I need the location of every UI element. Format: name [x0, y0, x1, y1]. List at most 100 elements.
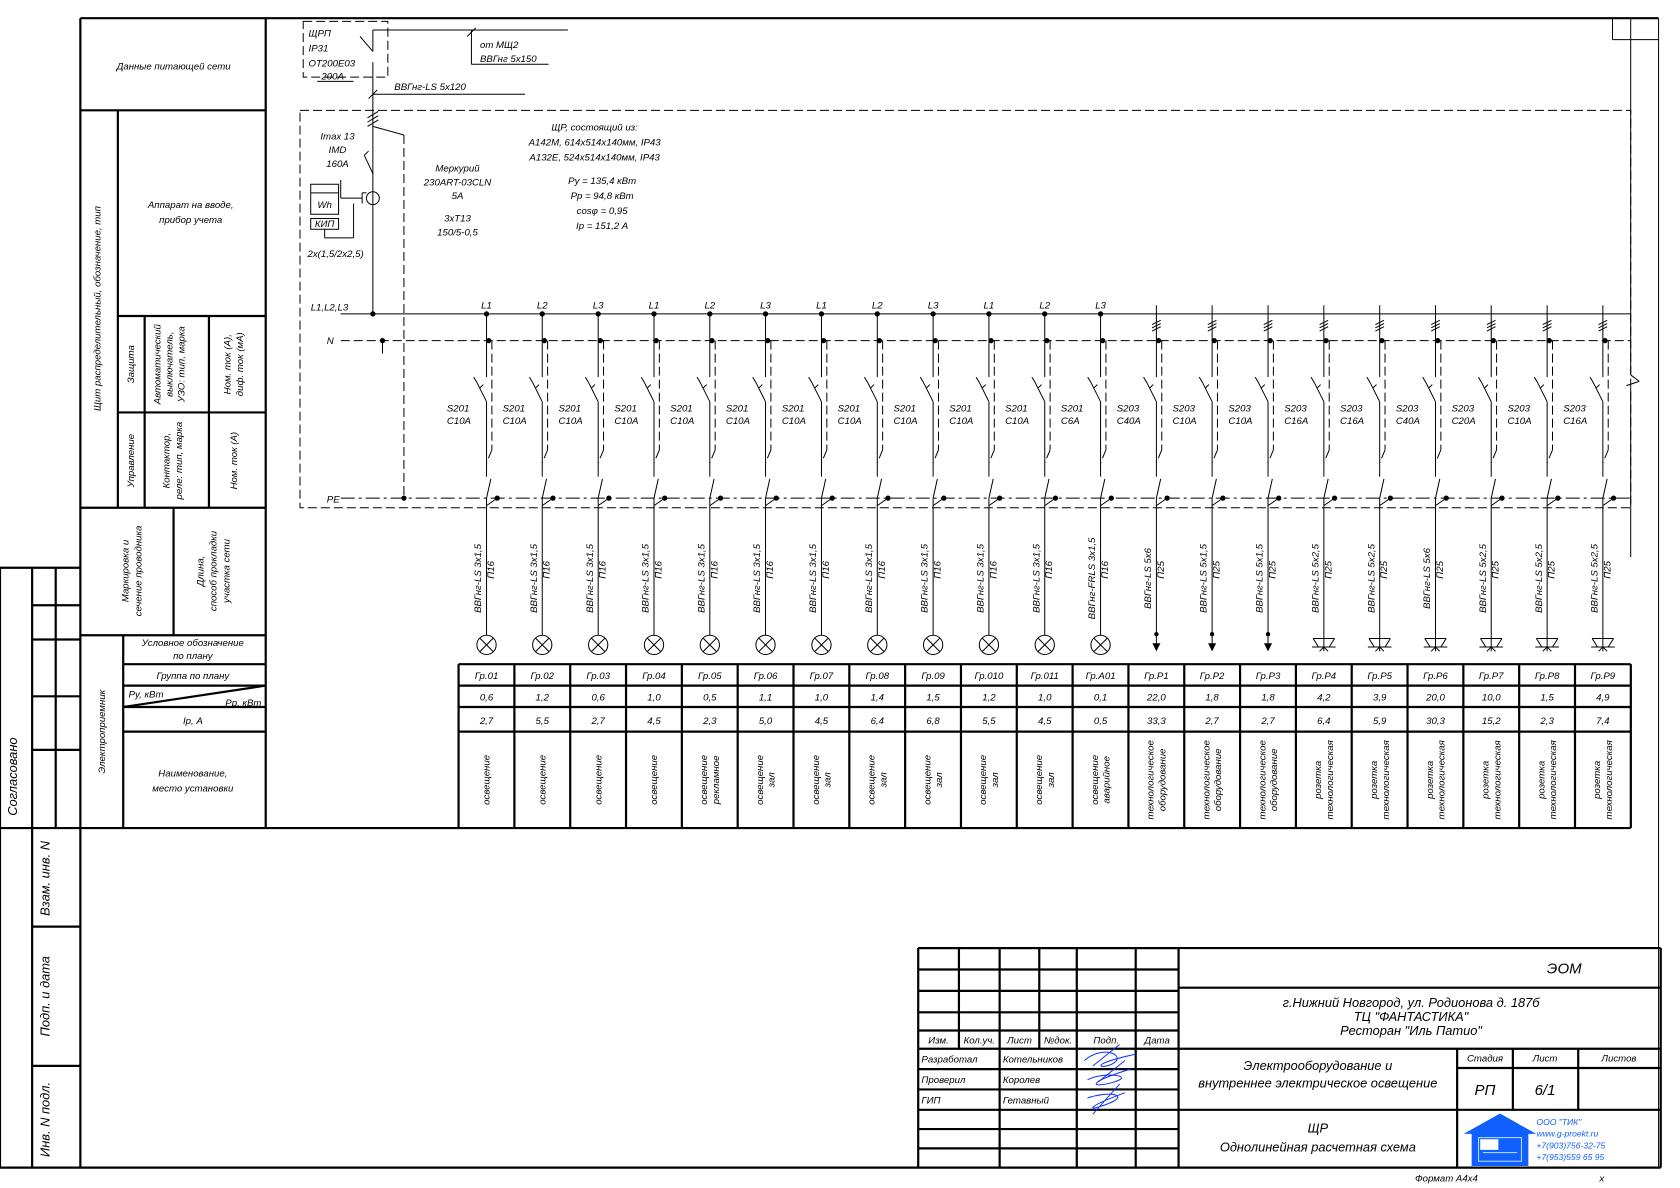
- name-cell: оборудование: [1157, 748, 1168, 811]
- plan-symbol-label: по плану: [173, 651, 214, 662]
- cable-length: П16: [765, 560, 776, 578]
- breaker-hook: [753, 377, 756, 382]
- title-col-header: №док.: [1044, 1035, 1072, 1046]
- breaker-hook: [759, 385, 762, 388]
- phase-label: L1: [481, 301, 492, 312]
- ip-cell: 4,5: [815, 716, 829, 727]
- input-device-label: прибор учета: [159, 215, 223, 226]
- plan-group-label: Группа по плану: [156, 671, 230, 682]
- cable-length: П16: [598, 560, 609, 578]
- marking-label: сечение проводника: [133, 525, 144, 616]
- breaker-type-label: Автоматический: [153, 323, 164, 405]
- cable-label: ВВГнг-LS 5х6: [1422, 547, 1433, 609]
- cable-length: П16: [542, 560, 553, 578]
- group-cell: Гр.Р9: [1591, 671, 1616, 682]
- pu-cell: 1,1: [759, 693, 772, 704]
- neutral-conductor: [933, 450, 938, 463]
- ip-cell: 2,7: [1260, 716, 1275, 727]
- cable-label: ВВГнг-LS 3х1,5: [641, 543, 652, 613]
- breaker-type: S203: [1452, 403, 1475, 414]
- rcd-blade: [1603, 479, 1607, 498]
- rcd-blade: [933, 479, 937, 498]
- breaker-type: S203: [1563, 403, 1586, 414]
- meter-label: Меркурий: [435, 163, 480, 174]
- rcd-blade: [654, 479, 658, 498]
- breaker-hook: [1088, 377, 1091, 382]
- neutral-conductor: [1547, 450, 1552, 463]
- cable-label: ВВГнг-LS 5х1,5: [1199, 543, 1210, 613]
- pu-cell: 1,8: [1205, 693, 1219, 704]
- neutral-junction-dot: [1212, 339, 1216, 343]
- from-label: от МЩ2: [480, 40, 519, 51]
- breaker-hook: [703, 385, 706, 388]
- plan-symbol-label: Условное обозначение: [141, 638, 244, 649]
- sheet-value: 6/1: [1535, 1082, 1556, 1099]
- ct-label: 3хТ13: [444, 214, 471, 225]
- sign-date-label: Подп. и дата: [37, 956, 52, 1036]
- pe-junction-dot: [774, 496, 778, 500]
- drawing-frame: [0, 18, 1661, 1167]
- phase-label: L1: [816, 301, 827, 312]
- breaker-blade: [533, 382, 543, 401]
- name-cell: зал: [1046, 772, 1057, 789]
- rcd-blade: [1156, 479, 1160, 498]
- group-cell: Гр.010: [974, 671, 1004, 682]
- neutral-junction-dot: [1547, 339, 1551, 343]
- neutral-conductor: [1045, 450, 1050, 463]
- name-cell: розетка: [1481, 760, 1492, 800]
- lamp-icon: [756, 635, 775, 654]
- title-col-header: Лист: [1006, 1035, 1032, 1046]
- agreed-label: Согласовано: [5, 737, 20, 815]
- breaker-hook: [983, 385, 986, 388]
- title-col-header: Подп.: [1093, 1035, 1119, 1046]
- name-cell: освещение: [593, 755, 604, 805]
- neutral-conductor: [487, 450, 492, 463]
- breaker-blade: [1538, 382, 1548, 401]
- title-col-header: Кол.уч.: [964, 1035, 995, 1046]
- breaker-blade: [1091, 382, 1101, 401]
- name-cell: технологическая: [1548, 740, 1559, 819]
- name-cell: освещение: [922, 755, 933, 805]
- ip-cell: 2,7: [479, 716, 494, 727]
- name-cell: освещение: [699, 755, 710, 805]
- current-transformer-icon: [366, 192, 379, 205]
- breaker-type: S203: [1340, 403, 1363, 414]
- socket-icon: [1553, 638, 1558, 647]
- breaker-hook: [1199, 377, 1202, 382]
- pe-junction-dot: [1053, 496, 1057, 500]
- socket-icon: [1487, 647, 1491, 651]
- name-cell: освещение: [649, 755, 660, 805]
- name-cell: технологическая: [1381, 740, 1392, 819]
- person-role: ГИП: [921, 1095, 940, 1106]
- logo-pipes-icon: [1479, 1138, 1522, 1162]
- neutral-conductor: [766, 450, 771, 463]
- rcd-blade: [1547, 479, 1551, 498]
- breaker-rating: C20A: [1452, 416, 1476, 427]
- rcd-blade: [1101, 479, 1105, 498]
- signatures: [1084, 1044, 1135, 1114]
- breaker-type: S201: [782, 403, 804, 414]
- marking-label: Маркировка и: [121, 539, 132, 602]
- lamp-icon: [1091, 635, 1110, 654]
- input-breaker-label: IMD: [329, 145, 347, 156]
- meter-label: 230ART-03CLN: [423, 177, 491, 188]
- sheets-header: Листов: [1600, 1054, 1636, 1065]
- name-cell: зал: [767, 772, 778, 789]
- group-cell: Гр.05: [698, 671, 722, 682]
- phase-tick: [368, 116, 379, 122]
- phase-bus-label: L1,L2,L3: [311, 303, 349, 314]
- neutral-junction-dot: [1436, 339, 1440, 343]
- pe-junction-dot: [718, 496, 722, 500]
- socket-icon: [1536, 638, 1541, 647]
- breaker-hook: [529, 377, 532, 382]
- ct-label: 150/5-0,5: [437, 228, 478, 239]
- breaker-type: S201: [893, 403, 915, 414]
- rcd-blade: [877, 479, 881, 498]
- breaker-type: S203: [1284, 403, 1307, 414]
- phase-label: L2: [1039, 301, 1050, 312]
